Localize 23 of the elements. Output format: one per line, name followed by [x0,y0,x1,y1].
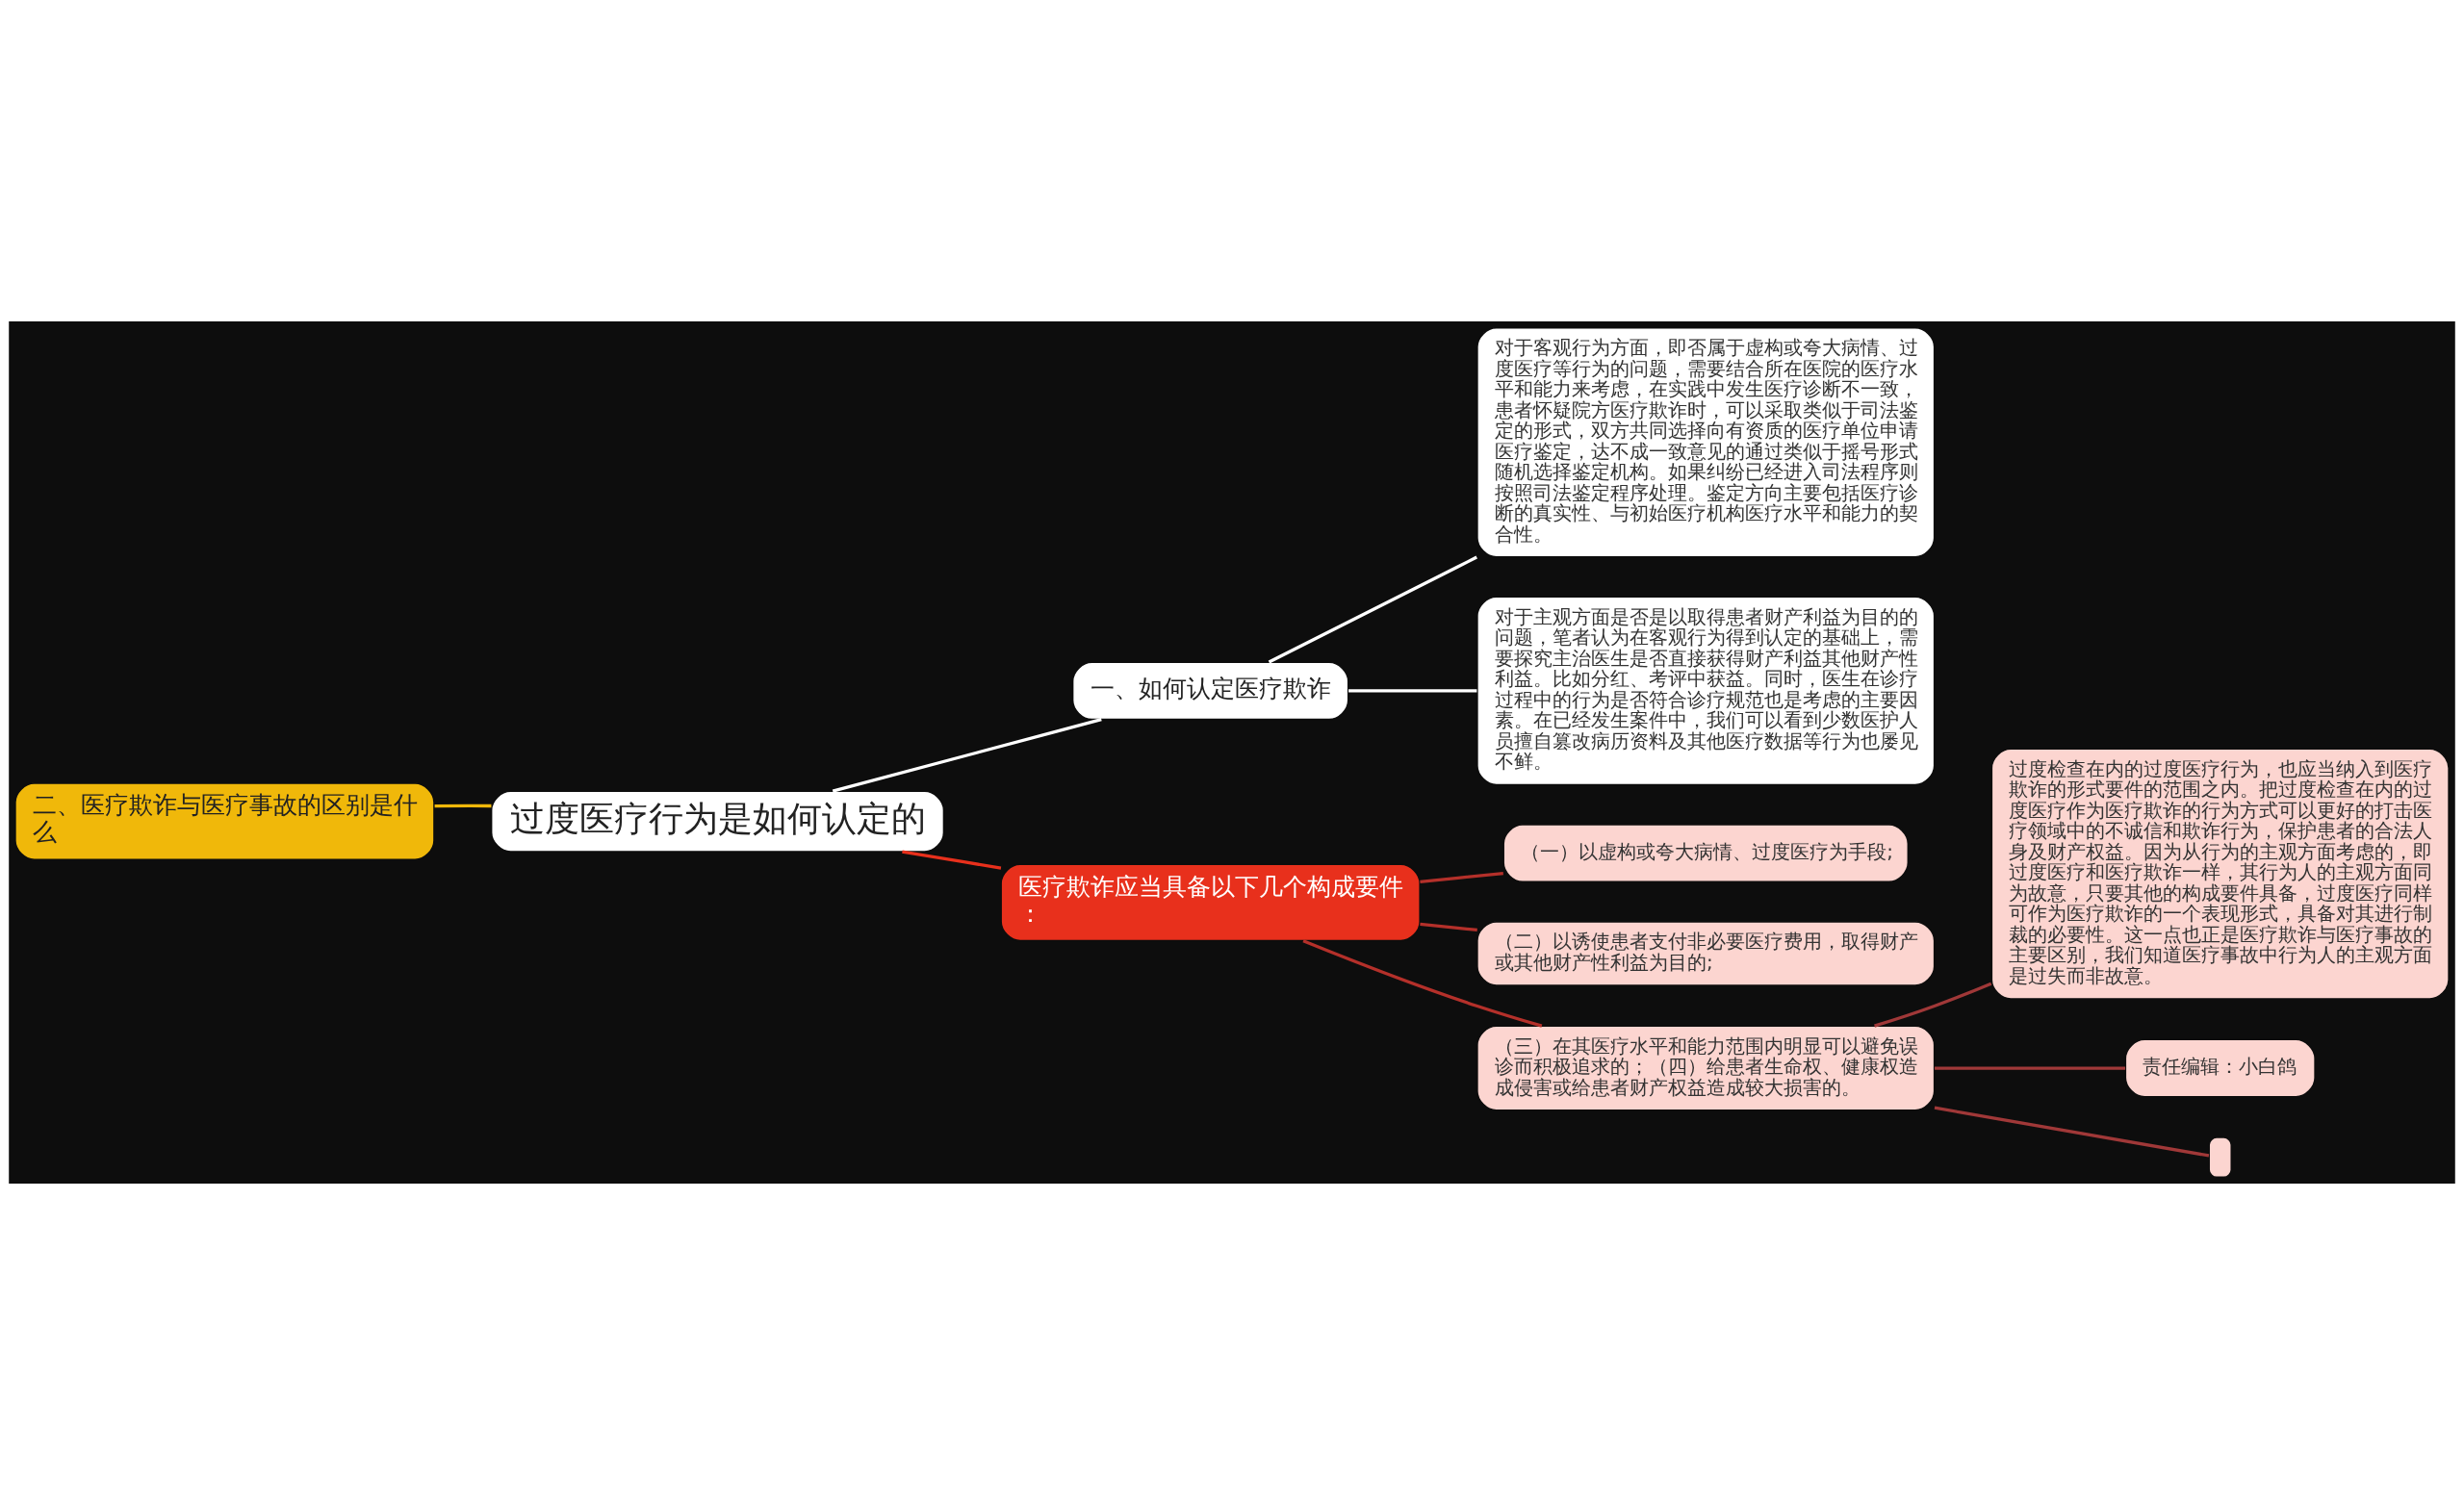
connector [902,850,1002,870]
node-box [2208,1136,2233,1179]
connector [832,718,1102,793]
node-box: （二）以诱使患者支付非必要医疗费用，取得财产或其他财产性利益为目的; [1476,921,1936,986]
node-box: 责任编辑：小白鸽 [2124,1038,2316,1098]
connector [434,804,492,808]
connector [1934,1066,2126,1070]
node-box: 一、如何认定医疗欺诈 [1071,661,1349,721]
connector [1420,871,1503,883]
connector [1874,982,1992,1028]
connector [1302,939,1543,1028]
node-box: 过度检查在内的过度医疗行为，也应当纳入到医疗欺诈的形式要件的范围之内。把过度检查在内的过度医疗作为医疗欺诈的行为方式可以更好的打击医疗领域中的不诚信和欺诈行为，保护患者的合法人身及财产权益。因为从行为的主观方面考虑的，即过度医疗和医疗欺诈一样，其行为人的主观方面同为故意，只要其他的构成要件具备，过度医疗同样可作为医疗欺诈的一个表现形式，具备对其进行制裁的必要性。这一点也正是医疗欺诈与医疗事故的主要区别，我们知道医疗事故中行为人的主观方面是过失而非故意。 [1990,748,2450,1000]
node-box: 二、医疗欺诈与医疗事故的区别是什么 [14,782,435,861]
node-box: 对于主观方面是否是以取得患者财产利益为目的的问题，笔者认为在客观行为得到认定的基础上，需要探究主治医生是否直接获得财产利益其他财产性利益。比如分红、考评中获益。同时，医生在诊疗过程中的行为是否符合诊疗规范也是考虑的主要因素。在已经发生案件中，我们可以看到少数医护人员擅自篡改病历资料及其他医疗数据等行为也屡见不鲜。 [1476,596,1936,786]
connector [1934,1106,2210,1158]
node-box: （三）在其医疗水平和能力范围内明显可以避免误诊而积极追求的；（四）给患者生命权、健康权造成侵害或给患者财产权益造成较大损害的。 [1476,1025,1936,1111]
node-box: 医疗欺诈应当具备以下几个构成要件： [1000,863,1422,942]
node-box: （一）以虚构或夸大病情、过度医疗为手段; [1502,824,1910,883]
connector [1268,555,1477,664]
node-box: 过度医疗行为是如何认定的 [490,790,945,853]
connector [1420,922,1477,932]
node-box: 对于客观行为方面，即否属于虚构或夸大病情、过度医疗等行为的问题，需要结合所在医院的医疗水平和能力来考虑，在实践中发生医疗诊断不一致，患者怀疑院方医疗欺诈时，可以采取类似于司法鉴定的形式，双方共同选择向有资质的医疗单位申请医疗鉴定，达不成一致意见的通过类似于摇号形式随机选择鉴定机构。如果纠纷已经进入司法程序则按照司法鉴定程序处理。鉴定方向主要包括医疗诊断的真实性、与初始医疗机构医疗水平和能力的契合性。 [1476,326,1936,558]
connector [1348,689,1477,693]
